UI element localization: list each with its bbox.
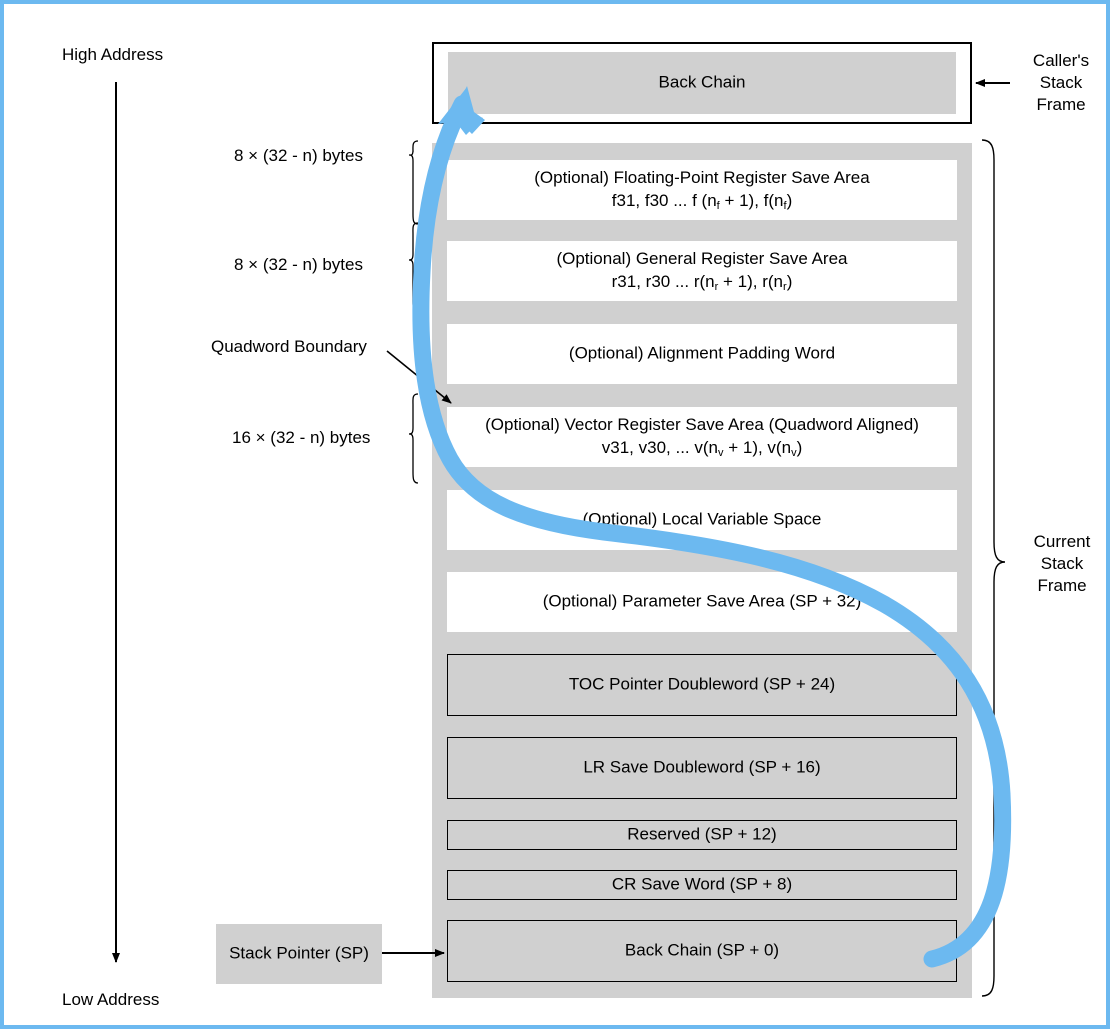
row-reserved-text: Reserved (SP + 12) [448, 824, 956, 847]
callers-stack-frame-line-2: Stack [1039, 73, 1083, 93]
brace-current-stack-frame [981, 139, 1006, 997]
current-stack-frame-line-1: Current [1033, 532, 1091, 551]
row-toc-pointer-doubleword-line1: TOC Pointer Doubleword (SP + 24) [568, 674, 836, 694]
brace-vector [408, 393, 419, 484]
low-address-label: Low Address [62, 990, 160, 1009]
stack-pointer-box: Stack Pointer (SP) [216, 924, 382, 984]
row-parameter-save-area: (Optional) Parameter Save Area (SP + 32) [447, 572, 957, 632]
row-fpr-save-area-text: (Optional) Floating-Point Register Save … [447, 167, 957, 213]
row-vector-save-area: (Optional) Vector Register Save Area (Qu… [447, 407, 957, 467]
row-alignment-padding-word-line1: (Optional) Alignment Padding Word [568, 343, 836, 363]
row-lr-save-doubleword-line1: LR Save Doubleword (SP + 16) [583, 757, 821, 777]
row-back-chain-sp0-line1: Back Chain (SP + 0) [624, 940, 780, 960]
row-reserved: Reserved (SP + 12) [447, 820, 957, 850]
row-local-variable-space-line1: (Optional) Local Variable Space [582, 509, 822, 529]
row-parameter-save-area-line1: (Optional) Parameter Save Area (SP + 32) [542, 591, 862, 611]
size-fpr-label: 8 × (32 - n) bytes [234, 146, 363, 165]
row-toc-pointer-doubleword: TOC Pointer Doubleword (SP + 24) [447, 654, 957, 716]
current-stack-frame-line-2: Stack [1040, 554, 1084, 574]
row-gpr-save-area: (Optional) General Register Save Area r3… [447, 241, 957, 301]
stack-pointer-label: Stack Pointer (SP) [229, 943, 369, 963]
brace-fpr [408, 140, 419, 225]
row-back-chain-sp0-text: Back Chain (SP + 0) [448, 940, 956, 963]
back-chain-caller-fill: Back Chain [448, 52, 956, 114]
callers-stack-frame-line-3: Frame [1036, 95, 1086, 115]
back-chain-caller-label: Back Chain [658, 72, 746, 92]
brace-gpr [408, 222, 419, 313]
row-vector-save-area-text: (Optional) Vector Register Save Area (Qu… [447, 414, 957, 460]
row-lr-save-doubleword: LR Save Doubleword (SP + 16) [447, 737, 957, 799]
high-address-label: High Address [62, 45, 164, 64]
row-vector-save-area-line1: (Optional) Vector Register Save Area (Qu… [485, 415, 919, 435]
callers-stack-frame-box: Back Chain [432, 42, 972, 124]
quadword-boundary-label: Quadword Boundary [211, 337, 367, 356]
row-reserved-line1: Reserved (SP + 12) [627, 824, 777, 844]
row-gpr-save-area-line2: r31, r30 ... r(nr + 1), r(nr) [611, 272, 793, 293]
row-toc-pointer-doubleword-text: TOC Pointer Doubleword (SP + 24) [448, 674, 956, 697]
size-vr-label: 16 × (32 - n) bytes [232, 428, 371, 447]
row-alignment-padding-word-text: (Optional) Alignment Padding Word [447, 343, 957, 366]
row-fpr-save-area: (Optional) Floating-Point Register Save … [447, 160, 957, 220]
current-stack-frame-line-3: Frame [1037, 576, 1087, 596]
row-fpr-save-area-line2: f31, f30 ... f (nf + 1), f(nf) [611, 191, 793, 212]
row-gpr-save-area-text: (Optional) General Register Save Area r3… [447, 248, 957, 294]
row-back-chain-sp0: Back Chain (SP + 0) [447, 920, 957, 982]
row-local-variable-space-text: (Optional) Local Variable Space [447, 509, 957, 532]
size-gpr-label: 8 × (32 - n) bytes [234, 255, 363, 274]
current-stack-frame-label: Current Stack Frame [1017, 531, 1106, 597]
row-vector-save-area-line2: v31, v30, ... v(nv + 1), v(nv) [601, 438, 803, 459]
row-alignment-padding-word: (Optional) Alignment Padding Word [447, 324, 957, 384]
row-cr-save-word-line1: CR Save Word (SP + 8) [611, 874, 793, 894]
row-parameter-save-area-text: (Optional) Parameter Save Area (SP + 32) [447, 591, 957, 614]
row-local-variable-space: (Optional) Local Variable Space [447, 490, 957, 550]
callers-stack-frame-label: Caller's Stack Frame [1016, 50, 1106, 116]
row-cr-save-word: CR Save Word (SP + 8) [447, 870, 957, 900]
row-gpr-save-area-line1: (Optional) General Register Save Area [556, 249, 848, 269]
row-cr-save-word-text: CR Save Word (SP + 8) [448, 874, 956, 897]
callers-stack-frame-line-1: Caller's [1032, 51, 1090, 70]
row-lr-save-doubleword-text: LR Save Doubleword (SP + 16) [448, 757, 956, 780]
row-fpr-save-area-line1: (Optional) Floating-Point Register Save … [534, 168, 870, 188]
